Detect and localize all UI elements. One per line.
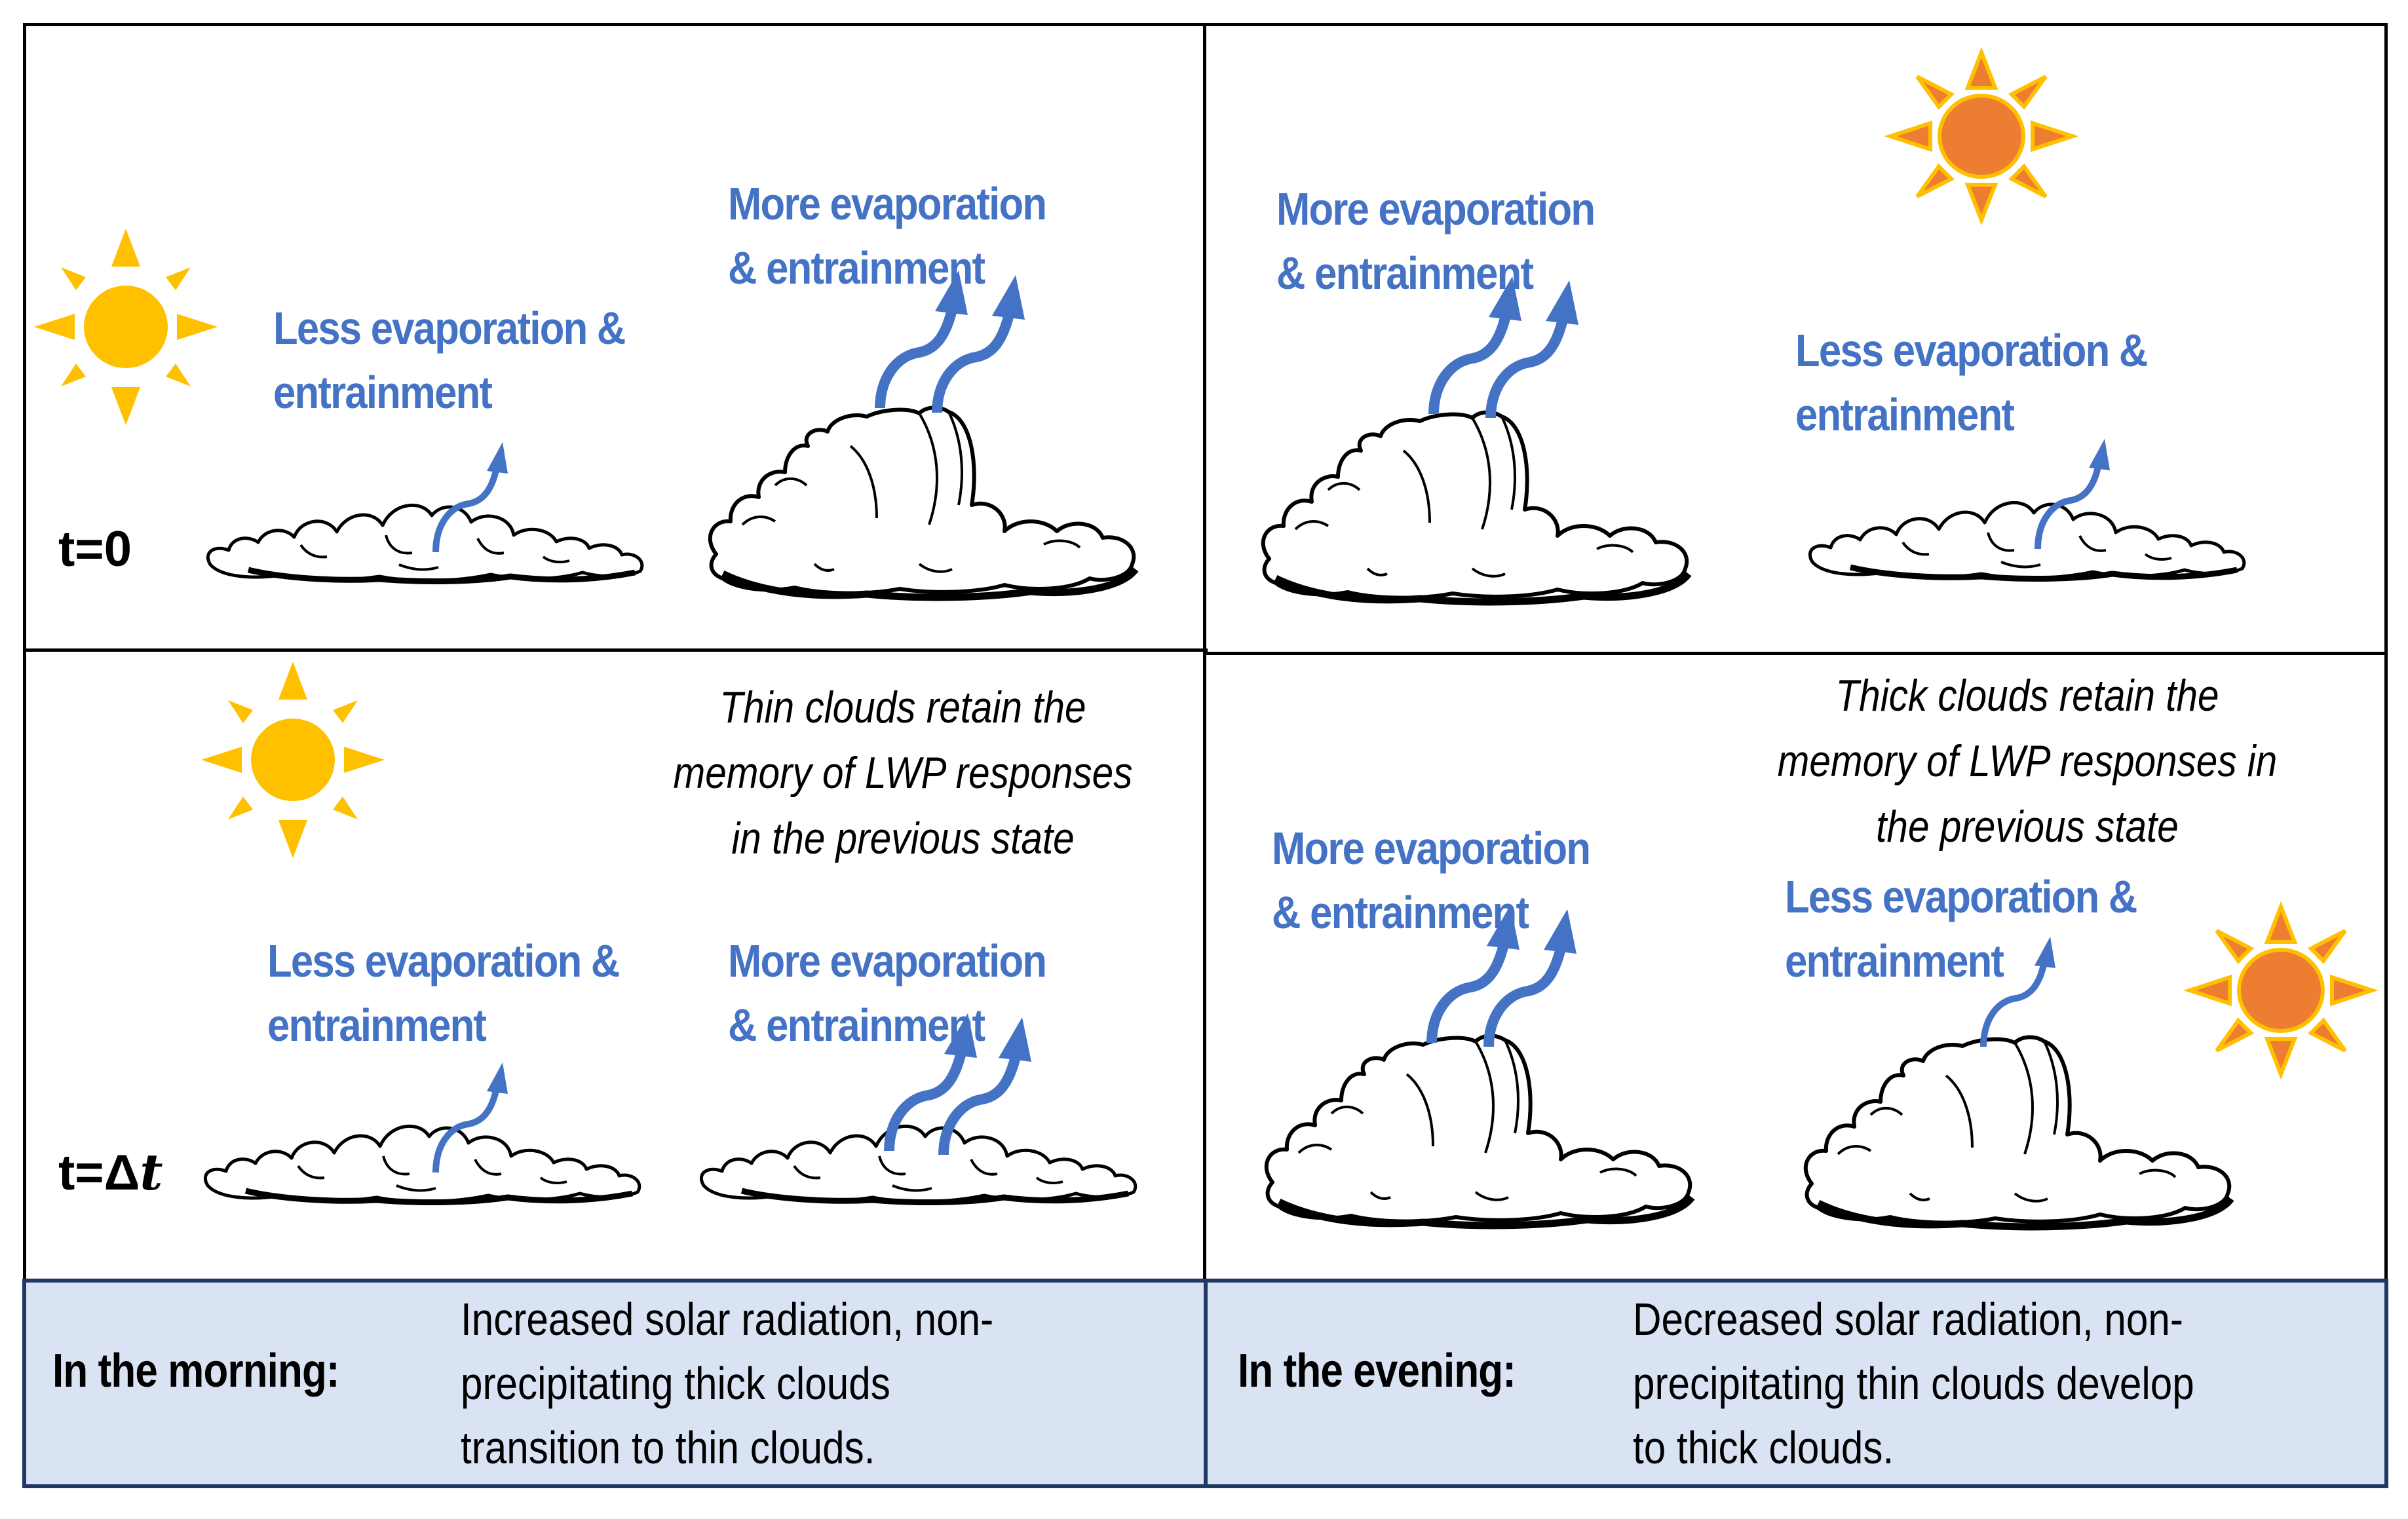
thick-cloud-icon xyxy=(703,407,1152,597)
summary-morning xyxy=(22,1279,1208,1488)
less-evaporation-label: Less evaporation & entrainment xyxy=(1795,325,2148,440)
thick-clouds-memory-note: Thick clouds retain the memory of LWP re… xyxy=(1777,671,2278,852)
evening-label: In the evening: xyxy=(1238,1345,1516,1397)
less-evaporation-label: Less evaporation & entrainment xyxy=(1785,871,2137,986)
thick-cloud-icon xyxy=(1256,411,1705,601)
evening-description: Decreased solar radiation, non- precipit… xyxy=(1633,1294,2194,1473)
thick-cloud-icon xyxy=(1799,1036,2247,1226)
morning-label: In the morning: xyxy=(52,1345,340,1397)
summary-evening xyxy=(1204,1279,2388,1488)
thin-cloud-icon xyxy=(1805,497,2250,582)
less-evaporation-label: Less evaporation & entrainment xyxy=(273,303,626,418)
more-evaporation-label: More evaporation & entrainment xyxy=(728,935,1047,1051)
orange-sun-icon xyxy=(1981,136,1982,137)
time-label-delta-t: t=Δt xyxy=(58,1143,163,1201)
upward-arrow-icon xyxy=(889,1151,890,1152)
thin-cloud-icon xyxy=(200,1120,645,1205)
thin-cloud-icon xyxy=(696,1120,1148,1205)
time-label-t0: t=0 xyxy=(58,521,132,577)
thick-cloud-icon xyxy=(1259,1035,1708,1225)
morning-description: Increased solar radiation, non- precipit… xyxy=(461,1294,994,1473)
less-evaporation-label: Less evaporation & entrainment xyxy=(267,935,620,1051)
thin-clouds-memory-note: Thin clouds retain the memory of LWP res… xyxy=(673,683,1133,863)
thin-cloud-icon xyxy=(202,499,648,584)
more-evaporation-label: More evaporation & entrainment xyxy=(728,178,1047,293)
more-evaporation-label: More evaporation & entrainment xyxy=(1272,823,1591,938)
orange-sun-icon xyxy=(2281,990,2282,991)
more-evaporation-label: More evaporation & entrainment xyxy=(1276,183,1596,299)
upward-arrow-icon xyxy=(880,408,881,409)
